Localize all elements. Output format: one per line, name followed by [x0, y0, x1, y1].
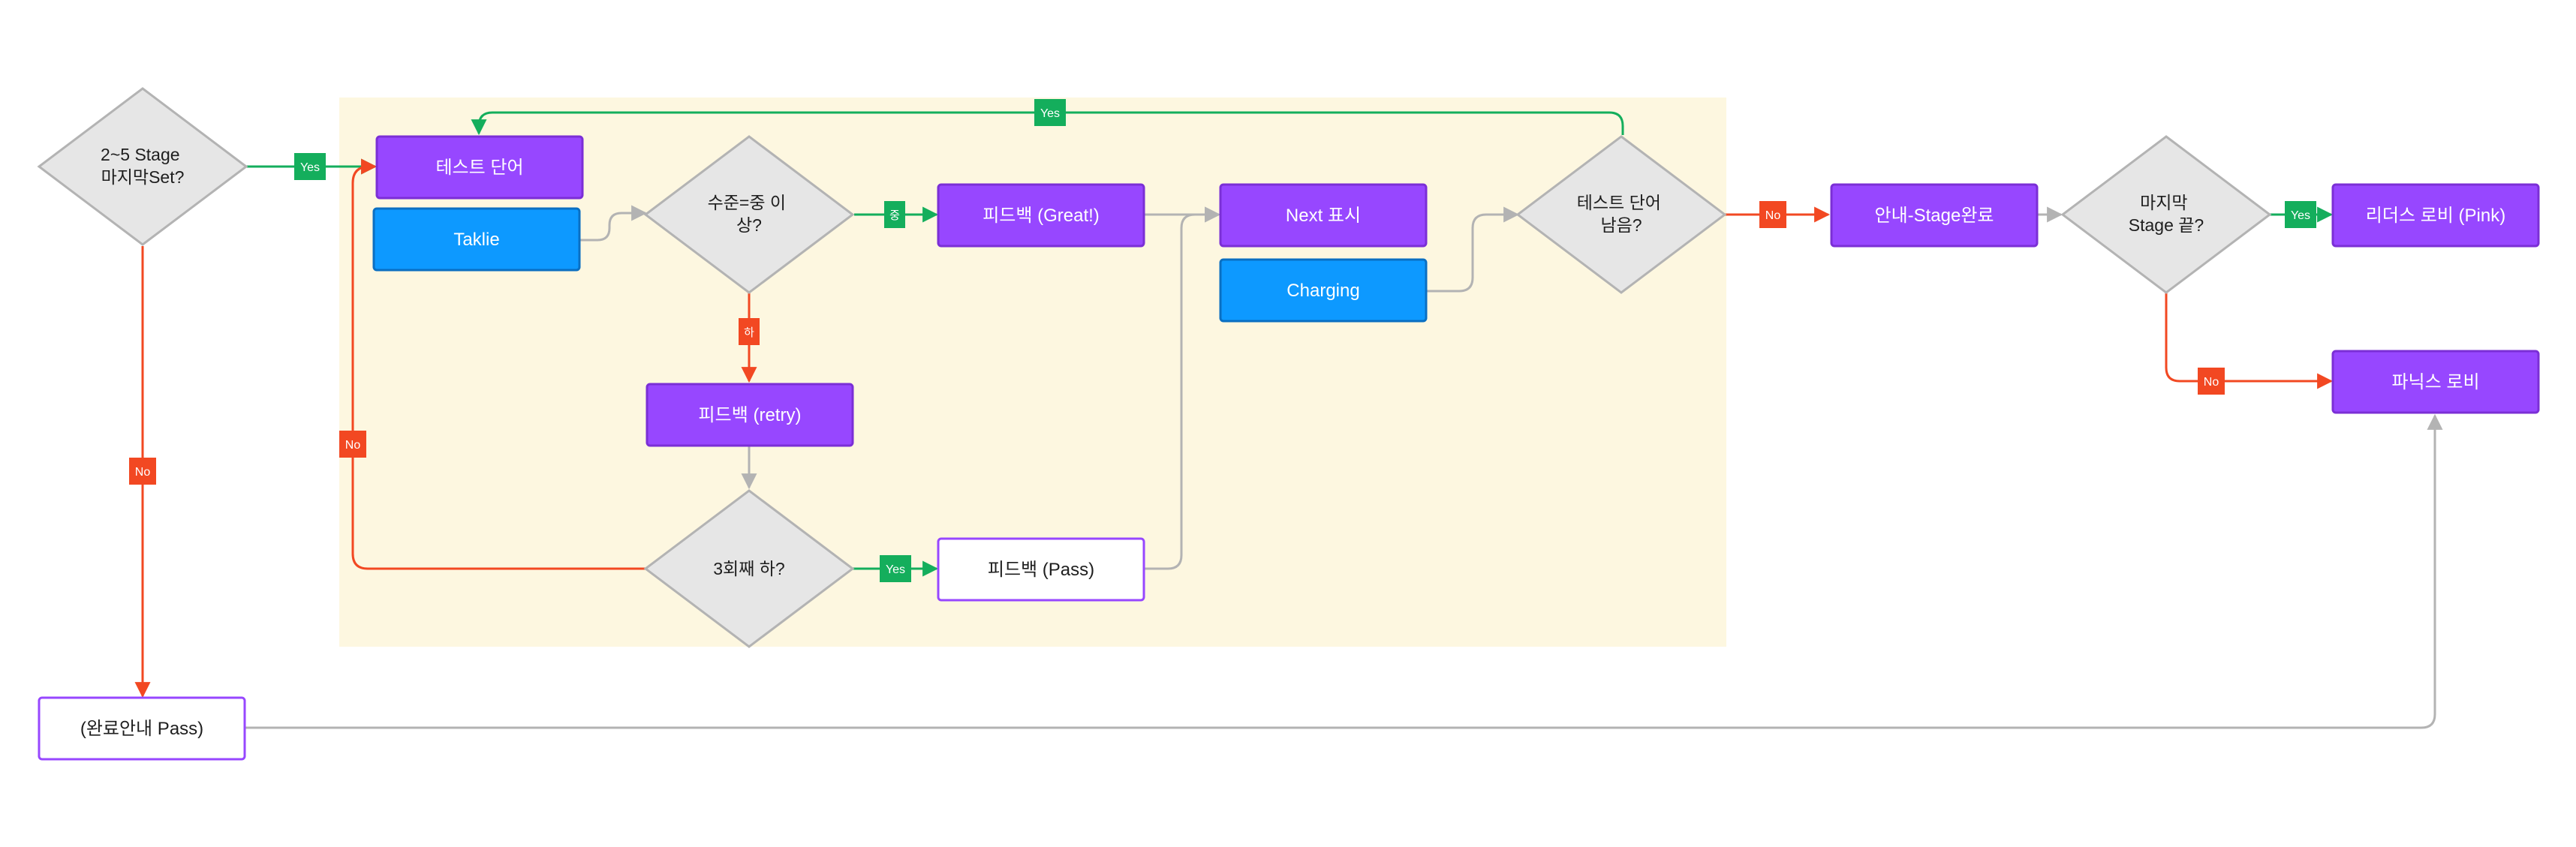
label-first-set-yes: Yes [294, 153, 326, 180]
decision-third-low-label: 3회째 하? [713, 559, 784, 578]
node-taklie: Taklie [372, 207, 581, 272]
decision-first-set-label: 2~5 Stage 마지막Set? [101, 145, 185, 187]
node-feedback-pass-label: 피드백 (Pass) [988, 560, 1094, 580]
node-next-display-label: Next 표시 [1286, 206, 1361, 226]
label-third-no: No [339, 431, 366, 458]
svg-text:Yes: Yes [2291, 209, 2310, 222]
decision-last-stage-line2: Stage 끝? [2129, 215, 2204, 235]
label-words-no: No [1759, 201, 1786, 228]
svg-text:No: No [345, 439, 361, 452]
node-done-guide-pass-label: (완료안내 Pass) [80, 719, 203, 739]
decision-last-stage-line1: 마지막 [2140, 193, 2187, 212]
decision-first-set-line2: 마지막Set? [101, 167, 185, 187]
decision-last-stage: 마지막 Stage 끝? [2060, 135, 2272, 294]
label-last-yes: Yes [2285, 201, 2316, 228]
edge-charging-to-words [1425, 206, 1520, 293]
decision-words-left-line2: 남음? [1600, 215, 1642, 235]
decision-level: 수준=중 이 상? [643, 135, 855, 294]
decision-third-low-line1: 3회째 하? [713, 559, 784, 578]
svg-text:Yes: Yes [1040, 107, 1060, 120]
node-test-word-label: 테스트 단어 [435, 158, 523, 178]
decision-first-set: 2~5 Stage 마지막Set? [37, 87, 248, 246]
decision-level-label: 수준=중 이 상? [708, 193, 791, 235]
node-phonics-lobby-label: 파닉스 로비 [2391, 372, 2479, 392]
node-guide-stage-done-label: 안내-Stage완료 [1874, 206, 1994, 226]
svg-text:Yes: Yes [886, 563, 905, 576]
decision-words-left-label: 테스트 단어 남음? [1577, 193, 1666, 235]
edge-done-to-phonics [245, 413, 2443, 729]
node-feedback-great-label: 피드백 (Great!) [983, 206, 1100, 226]
node-feedback-retry: 피드백 (retry) [646, 383, 854, 447]
decision-level-line2: 상? [736, 215, 762, 235]
edge-taklie-to-level [579, 205, 648, 242]
label-first-set-no: No [129, 458, 156, 485]
node-guide-stage-done: 안내-Stage완료 [1830, 183, 2039, 248]
svg-text:No: No [135, 466, 151, 479]
svg-text:No: No [2204, 376, 2219, 389]
label-last-no: No [2198, 368, 2225, 395]
label-words-yes: Yes [1034, 99, 1066, 126]
label-third-yes: Yes [880, 555, 911, 582]
decision-words-left: 테스트 단어 남음? [1515, 135, 1727, 294]
decision-first-set-line1: 2~5 Stage [101, 145, 180, 164]
label-level-low: 하 [739, 318, 760, 345]
label-level-mid: 중 [884, 201, 905, 228]
node-phonics-lobby: 파닉스 로비 [2331, 350, 2540, 414]
node-feedback-retry-label: 피드백 (retry) [699, 405, 802, 425]
svg-text:Yes: Yes [300, 161, 320, 174]
node-feedback-great: 피드백 (Great!) [937, 183, 1145, 248]
node-feedback-pass: 피드백 (Pass) [937, 537, 1145, 602]
edge-last-no [2165, 293, 2334, 389]
edge-third-no [351, 158, 646, 570]
svg-text:중: 중 [889, 209, 900, 222]
decision-third-low: 3회째 하? [643, 489, 855, 648]
edge-pass-to-next [1144, 206, 1221, 570]
svg-text:하: 하 [744, 326, 754, 339]
node-taklie-label: Taklie [453, 230, 499, 250]
node-leader-lobby: 리더스 로비 (Pink) [2331, 183, 2540, 248]
node-charging: Charging [1219, 258, 1428, 323]
decision-level-line1: 수준=중 이 [708, 193, 786, 212]
node-done-guide-pass: (완료안내 Pass) [38, 696, 246, 761]
decision-words-left-line1: 테스트 단어 [1577, 193, 1661, 212]
decision-last-stage-label: 마지막 Stage 끝? [2129, 193, 2204, 235]
node-next-display: Next 표시 [1219, 183, 1428, 248]
node-test-word: 테스트 단어 [375, 135, 584, 200]
svg-text:No: No [1765, 209, 1781, 222]
node-leader-lobby-label: 리더스 로비 (Pink) [2366, 206, 2505, 226]
node-charging-label: Charging [1286, 281, 1359, 301]
